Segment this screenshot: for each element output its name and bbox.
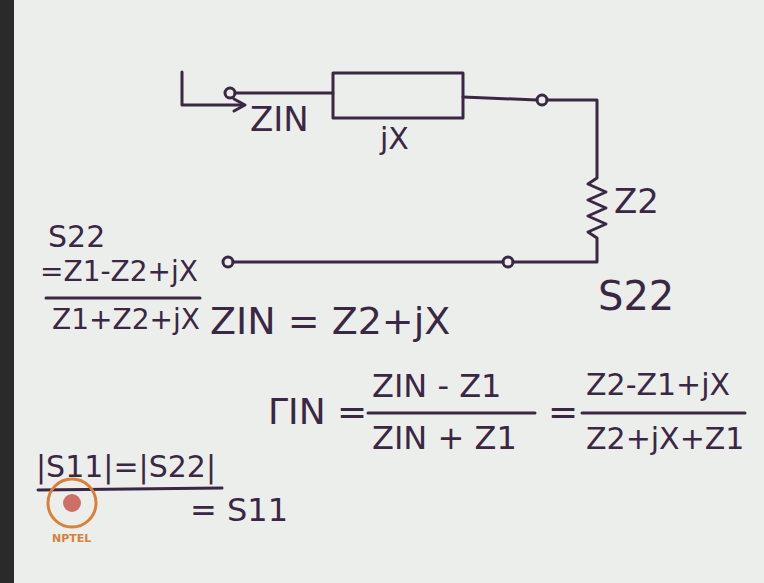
formula-text: Z2 xyxy=(614,184,659,218)
formula-text: =Z1-Z2+jX xyxy=(40,258,198,286)
wire xyxy=(233,261,503,264)
frame-edge xyxy=(0,0,14,583)
formula-text: = S11 xyxy=(190,494,288,526)
underline xyxy=(38,488,222,490)
fraction-bar xyxy=(368,412,535,415)
formula-text: Z2+jX+Z1 xyxy=(586,424,744,454)
formula-text: ZIN xyxy=(250,102,309,136)
formula-text: jX xyxy=(380,124,409,154)
arrow-head xyxy=(234,99,245,111)
wire xyxy=(235,92,333,95)
fraction-bar xyxy=(46,297,200,300)
formula-text: ZIN = Z2+jX xyxy=(210,302,450,340)
logo-core xyxy=(63,494,81,512)
formula-text: Z1+Z2+jX xyxy=(52,306,200,334)
formula-text: ZIN - Z1 xyxy=(372,370,501,402)
wire xyxy=(463,97,537,100)
resistor-symbol xyxy=(513,100,606,262)
reactance-box xyxy=(333,73,463,118)
formula-text: S22 xyxy=(48,222,105,252)
formula-text: S22 xyxy=(598,276,674,316)
formula-text: Z2-Z1+jX xyxy=(586,370,730,400)
formula-text: |S11|=|S22| xyxy=(36,452,216,482)
logo-ring xyxy=(48,479,96,527)
formula-text: = xyxy=(548,394,578,430)
formula-text: ΓIN = xyxy=(268,394,367,430)
formula-text: ZIN + Z1 xyxy=(372,422,517,454)
fraction-bar xyxy=(582,412,745,415)
terminal xyxy=(223,257,233,267)
watermark: NPTEL xyxy=(52,533,91,544)
